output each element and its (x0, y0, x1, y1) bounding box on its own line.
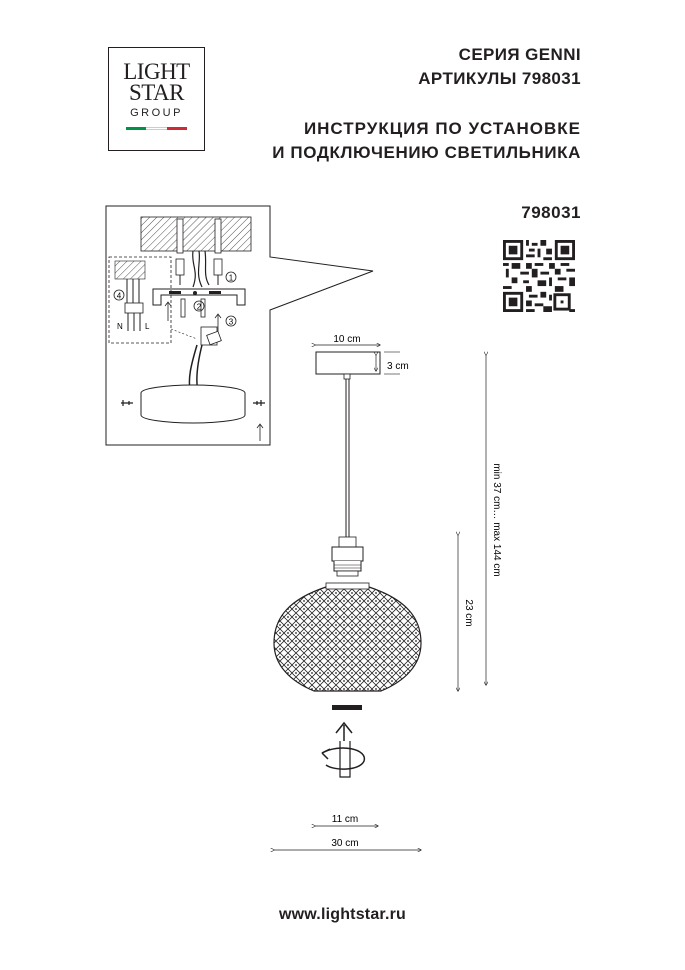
articles-title: АРТИКУЛЫ 798031 (418, 69, 581, 88)
dim-canopy-height: 3 cm (387, 361, 409, 372)
step-3-label: 3 (229, 318, 234, 327)
step-4-label: 4 (117, 292, 122, 301)
dim-shade-width: 30 cm (331, 838, 358, 849)
qr-code-icon (503, 240, 575, 312)
dim-shade-height: 23 cm (463, 599, 474, 626)
step-1-label: 1 (229, 274, 234, 283)
website-link[interactable]: www.lightstar.ru (278, 906, 407, 923)
logo-text-light: LIGHT (123, 59, 190, 84)
series-title: СЕРИЯ GENNI (458, 45, 581, 64)
twist-arrow-icon (321, 721, 365, 778)
dim-bottom-width: 11 cm (332, 814, 359, 825)
italian-flag-icon (126, 127, 187, 130)
instruction-title-line1: ИНСТРУКЦИЯ ПО УСТАНОВКЕ (303, 119, 581, 138)
dim-canopy-width: 10 cm (333, 334, 360, 345)
step-2-label: 2 (197, 303, 202, 312)
article-number: 798031 (521, 203, 581, 222)
wire-label-l: L (145, 322, 150, 331)
installation-diagram: 1 2 3 4 N L (105, 205, 374, 446)
brand-logo: LIGHT STAR GROUP (108, 47, 205, 151)
lamp-dimension-drawing: 10 cm 3 cm min 37 cm… max 144 cm 23 cm 1… (260, 334, 502, 865)
instruction-title-line2: И ПОДКЛЮЧЕНИЮ СВЕТИЛЬНИКА (272, 143, 581, 162)
dim-total-height: min 37 cm… max 144 cm (491, 463, 502, 576)
wire-label-n: N (117, 322, 123, 331)
logo-text-group: GROUP (130, 107, 183, 119)
logo-text-star: STAR (129, 80, 184, 105)
